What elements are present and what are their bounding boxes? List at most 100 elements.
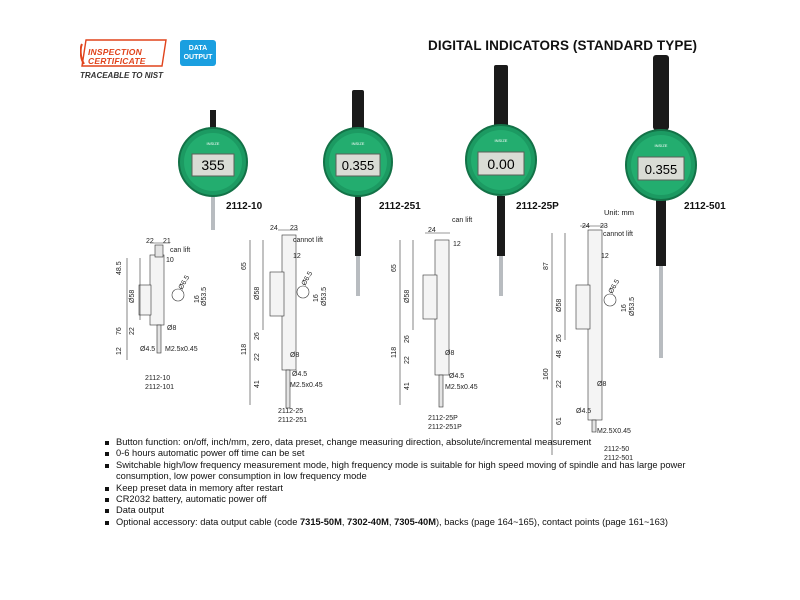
d4-dim-d4-5: Ø4.5	[576, 408, 591, 415]
d2-model-1: 2112-25	[278, 408, 303, 415]
d3-dim-d4-5: Ø4.5	[449, 373, 464, 380]
lcd-readout-4: 0.355	[645, 162, 678, 177]
feature-list: Button function: on/off, inch/mm, zero, …	[104, 437, 724, 528]
d2-dim-d53-5: Ø53.5	[321, 287, 328, 306]
d2-dim-23: 23	[290, 225, 298, 232]
svg-text:INSIZE: INSIZE	[352, 141, 365, 146]
d1-dim-d53-5: Ø53.5	[201, 287, 208, 306]
d1-dim-76: 76	[116, 327, 123, 335]
d2-dim-22: 22	[254, 353, 261, 361]
d3-can-lift: can lift	[452, 217, 472, 224]
d1-dim-12: 12	[116, 347, 123, 355]
d3-dim-d58: Ø58	[404, 290, 411, 303]
d4-dim-12: 12	[601, 253, 609, 260]
d3-dim-118: 118	[391, 347, 398, 358]
list-item: Button function: on/off, inch/mm, zero, …	[104, 437, 724, 448]
model-label-2112-251: 2112-251	[379, 201, 421, 212]
d1-dim-width: 22	[146, 238, 154, 245]
drawing-2112-25p	[399, 232, 450, 408]
list-item: Optional accessory: data output cable (c…	[104, 517, 724, 528]
list-item: Keep preset data in memory after restart	[104, 483, 724, 494]
d1-dim-thread: M2.5x0.45	[165, 346, 198, 353]
lcd-readout-2: 0.355	[342, 158, 375, 173]
model-label-2112-25p: 2112-25P	[516, 201, 559, 212]
model-label-2112-501: 2112-501	[684, 201, 726, 212]
d1-dim-10: 10	[166, 257, 174, 264]
d2-dim-d8: Ø8	[290, 352, 299, 359]
svg-text:INSIZE: INSIZE	[207, 141, 220, 146]
data-output-line1: DATA	[188, 45, 208, 52]
d1-dim-d58: Ø58	[129, 290, 136, 303]
d1-dim-21: 21	[163, 238, 171, 245]
d4-dim-d53-5: Ø53.5	[629, 297, 636, 316]
d3-dim-24: 24	[428, 227, 436, 234]
d4-dim-d6-5: Ø6.5	[608, 278, 622, 295]
d2-dim-16: 16	[313, 294, 320, 302]
model-label-2112-10: 2112-10	[226, 201, 263, 212]
d2-dim-41: 41	[254, 380, 261, 388]
drawing-2112-501	[551, 225, 617, 455]
d3-model-1: 2112-25P	[428, 415, 458, 422]
d4-dim-22: 22	[556, 380, 563, 388]
list-item: Data output	[104, 505, 724, 516]
d2-dim-d4-5: Ø4.5	[292, 371, 307, 378]
certificate-logo-icon	[80, 39, 167, 67]
d2-dim-d6-5: Ø6.5	[301, 270, 315, 287]
indicator-2112-10: 355 INSIZE	[178, 110, 248, 230]
d2-model-2: 2112-251	[278, 417, 307, 424]
d2-dim-12: 12	[293, 253, 301, 260]
cert-line2: CERTIFICATE	[88, 56, 146, 66]
d1-dim-48-5: 48.5	[116, 261, 123, 275]
lcd-readout-1: 355	[201, 157, 225, 173]
inspection-certificate-badge: INSPECTION CERTIFICATE TRACEABLE TO NIST	[80, 38, 172, 80]
d4-dim-87: 87	[543, 262, 550, 270]
accessory-code-2: 7302-40M	[347, 516, 389, 527]
accessory-code-3: 7305-40M	[394, 516, 436, 527]
d1-can-lift: can lift	[170, 247, 190, 254]
data-output-line2: OUTPUT	[183, 54, 213, 61]
d3-dim-26: 26	[404, 335, 411, 343]
d3-dim-41: 41	[404, 382, 411, 390]
d4-dim-d8: Ø8	[597, 381, 606, 388]
drawing-2112-10	[126, 242, 185, 360]
d4-dim-160: 160	[543, 368, 550, 380]
d4-dim-thread: M2.5X0.45	[597, 428, 631, 435]
d1-model-1: 2112-10	[145, 375, 170, 382]
d4-dim-61: 61	[556, 417, 563, 425]
d4-dim-16: 16	[621, 304, 628, 312]
d3-model-2: 2112-251P	[428, 424, 462, 431]
list-item: 0-6 hours automatic power off time can b…	[104, 448, 724, 459]
cert-line1: INSPECTION	[88, 47, 142, 57]
d4-dim-26: 26	[556, 334, 563, 342]
d4-cannot-lift: cannot lift	[603, 231, 633, 238]
d3-dim-22: 22	[404, 356, 411, 364]
indicator-2112-251: 0.355 INSIZE	[323, 90, 393, 296]
accessory-code-1: 7315-50M	[299, 516, 342, 527]
drawing-2112-251	[249, 229, 310, 409]
unit-note: Unit: mm	[604, 208, 634, 217]
d3-dim-d8: Ø8	[445, 350, 454, 357]
svg-text:INSIZE: INSIZE	[495, 138, 508, 143]
d4-model-2: 2112-501	[604, 455, 633, 462]
d4-model-1: 2112-50	[604, 446, 629, 453]
traceable-text: TRACEABLE TO NIST	[80, 71, 163, 80]
data-output-badge: DATA OUTPUT	[180, 40, 216, 66]
d2-dim-118: 118	[241, 344, 248, 355]
d1-model-2: 2112-101	[145, 384, 174, 391]
d1-dim-d8: Ø8	[167, 325, 176, 332]
d2-dim-65: 65	[241, 262, 248, 270]
d3-dim-12: 12	[453, 241, 461, 248]
d1-dim-d6-5: Ø6.5	[178, 274, 192, 291]
d1-dim-22: 22	[129, 327, 136, 335]
list-item: CR2032 battery, automatic power off	[104, 494, 724, 505]
d3-dim-65: 65	[391, 264, 398, 272]
d1-dim-d4-5: Ø4.5	[140, 346, 155, 353]
d2-dim-26: 26	[254, 332, 261, 340]
page-title: DIGITAL INDICATORS (STANDARD TYPE)	[428, 38, 698, 53]
d2-cannot-lift: cannot lift	[293, 237, 323, 244]
d4-dim-d58: Ø58	[556, 299, 563, 312]
indicator-2112-25p: 0.00 INSIZE	[465, 65, 537, 296]
indicator-2112-501: 0.355 INSIZE	[625, 55, 697, 358]
